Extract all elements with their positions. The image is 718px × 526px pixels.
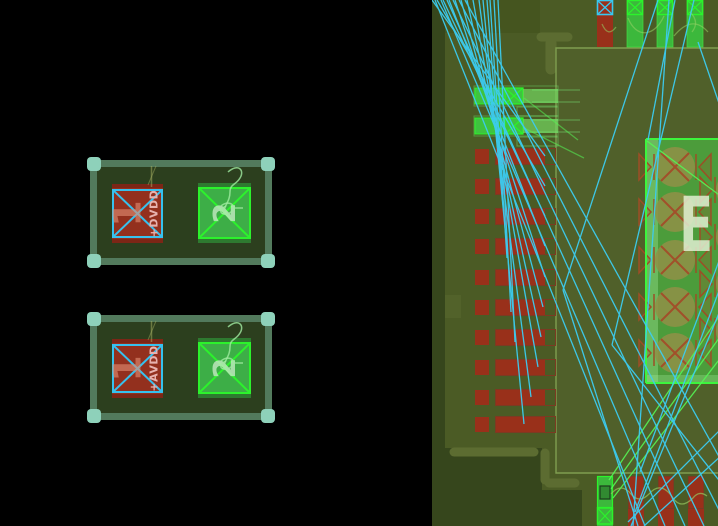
- footprint-capacitor-dvdd[interactable]: 1 +DVDD 2: [87, 157, 275, 268]
- pad-mask-strip: [112, 339, 163, 344]
- pad-1-top-copper[interactable]: 1 +AVDD: [105, 339, 163, 398]
- edge-tab: [445, 295, 461, 318]
- courtyard-corner: [261, 312, 275, 326]
- courtyard-corner: [87, 254, 101, 268]
- pour-neck-traces: [449, 32, 580, 488]
- ratsnest-lines: [432, 0, 718, 526]
- pad-row-red[interactable]: [474, 358, 556, 377]
- pad-x-mark-icon: [114, 346, 161, 391]
- edge-pad-green[interactable]: [626, 0, 644, 48]
- pad-mask-strip: [112, 393, 163, 398]
- pad-mask-strip: [112, 184, 163, 189]
- silkscreen-arcs: [601, 11, 709, 37]
- pad-x-mark-icon: [114, 191, 161, 236]
- pad-x-mark-icon: [200, 344, 249, 392]
- selection-box: [112, 189, 163, 238]
- pad-row-red[interactable]: [474, 388, 556, 407]
- top-edge-pads[interactable]: [596, 0, 709, 48]
- net-label: +AVDD: [147, 345, 161, 392]
- pad-outline: [198, 342, 251, 394]
- pad-mask-strip: [198, 394, 251, 398]
- courtyard-edge-left: [90, 168, 97, 257]
- pad-1-top-copper[interactable]: 1 +DVDD: [105, 184, 163, 243]
- courtyard-corner: [261, 409, 275, 423]
- edge-pad-green[interactable]: [597, 476, 613, 526]
- pad-2-bottom-copper[interactable]: 2: [198, 183, 251, 243]
- courtyard-edge-bottom: [98, 258, 264, 265]
- selection-box: [112, 344, 163, 393]
- pad-x-mark-icon: [200, 189, 249, 237]
- pad-mask-strip: [198, 239, 251, 243]
- pad-x-box: [596, 507, 614, 525]
- courtyard-corner: [87, 312, 101, 326]
- pad-row-red[interactable]: [474, 415, 556, 434]
- bottom-edge-pads[interactable]: [596, 475, 708, 526]
- pad-outline: [198, 187, 251, 239]
- courtyard-edge-right: [265, 323, 272, 412]
- courtyard-edge-right: [265, 168, 272, 257]
- courtyard-corner: [87, 157, 101, 171]
- courtyard-edge-top: [98, 315, 264, 322]
- net-label: +DVDD: [147, 189, 161, 238]
- footprint-capacitor-avdd[interactable]: 1 +AVDD 2: [87, 312, 275, 423]
- board-copper-view[interactable]: E: [432, 0, 718, 526]
- pad-mask-strip: [112, 238, 163, 243]
- courtyard-corner: [87, 409, 101, 423]
- selection-box: [596, 0, 614, 16]
- pad-drill: [599, 485, 611, 500]
- courtyard-edge-top: [98, 160, 264, 167]
- board-edge-cutout: [445, 448, 582, 526]
- courtyard-edge-left: [90, 323, 97, 412]
- pad-2-bottom-copper[interactable]: 2: [198, 338, 251, 398]
- courtyard-corner: [261, 254, 275, 268]
- pad-row-red[interactable]: [474, 298, 556, 317]
- silkscreen-label: E: [679, 181, 713, 270]
- courtyard-corner: [261, 157, 275, 171]
- ratsnest-selected: [523, 97, 718, 499]
- courtyard-edge-bottom: [98, 413, 264, 420]
- refdes-squiggle: [610, 487, 708, 505]
